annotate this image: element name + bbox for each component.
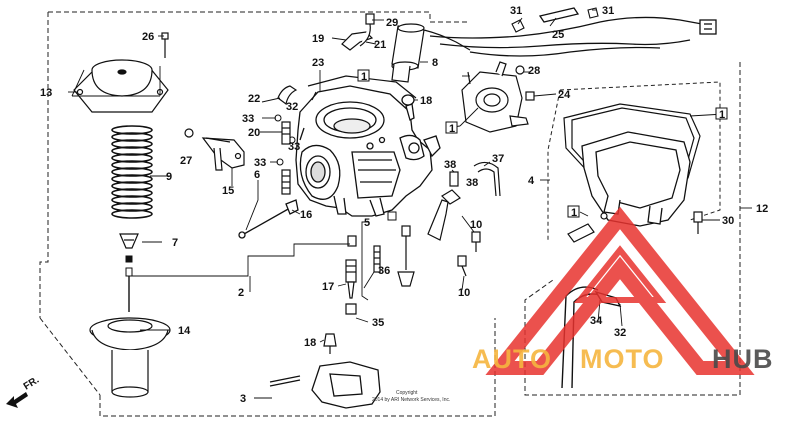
callout-3: 3 [240, 393, 246, 405]
callout-29: 29 [386, 17, 398, 29]
callout-8: 8 [432, 57, 438, 69]
callout-33-a: 33 [242, 113, 254, 125]
box-1-c [715, 107, 728, 120]
callout-31-b: 31 [602, 5, 614, 17]
clips-31 [511, 7, 599, 33]
callout-33-c: 33 [254, 157, 266, 169]
callout-30: 30 [722, 215, 734, 227]
long-screw-15 [238, 199, 299, 239]
drain-screw-30 [693, 211, 703, 234]
callout-2: 2 [238, 287, 244, 299]
callout-10-b: 10 [458, 287, 470, 299]
float-3 [269, 361, 381, 409]
hose-22 [277, 85, 298, 106]
callout-13: 14 [178, 325, 191, 337]
spring [111, 125, 153, 219]
bracket [427, 199, 449, 241]
callout-34: 34 [590, 315, 603, 327]
callout-26: 26 [142, 31, 154, 43]
watermark-moto: MOTO [580, 344, 665, 374]
direction-label: FR. [22, 375, 42, 393]
callout-35: 35 [372, 317, 384, 329]
callout-17: 17 [322, 281, 334, 293]
box-1-c-label: 1 [719, 109, 725, 121]
watermark-hub: HUB [712, 344, 774, 374]
hose-19-29 [341, 13, 375, 51]
callout-32-top: 32 [286, 101, 298, 113]
callout-18: 18 [420, 95, 432, 107]
screw-26 [161, 32, 169, 58]
callout-38-a: 38 [444, 159, 456, 171]
box-1-b [445, 121, 458, 134]
callout-4: 4 [528, 175, 535, 187]
carburetor-body [295, 85, 441, 217]
wire-harness-25 [429, 7, 717, 57]
callout-19: 19 [312, 33, 324, 45]
callout-31-a: 31 [510, 5, 522, 17]
callout-5: 5 [364, 217, 370, 229]
callout-37: 37 [492, 153, 504, 165]
callout-16: 18 [304, 337, 316, 349]
callout-38-b: 38 [466, 177, 478, 189]
watermark-text: AUTO MOTO HUB [472, 344, 774, 374]
callout-27: 27 [180, 155, 192, 167]
callout-10-a: 10 [470, 219, 482, 231]
box-1-a [357, 69, 370, 82]
inner-triangle-icon [573, 245, 667, 303]
boxed-label-text: 1 1 1 1 [361, 71, 725, 219]
copyright-line-1: Copyright [396, 390, 418, 396]
fr-direction-arrow: FR. [6, 375, 41, 408]
callout-6: 6 [254, 169, 260, 181]
callout-23: 23 [312, 57, 324, 69]
float-bowl-group-boundary [547, 81, 721, 240]
throttle-stop-screw [184, 128, 245, 171]
small-box-5 [387, 211, 397, 221]
callout-20: 20 [248, 127, 260, 139]
tube-37-38 [441, 161, 501, 205]
callout-11: 12 [756, 203, 768, 215]
callout-32-bottom: 32 [614, 327, 626, 339]
bolts-10 [457, 231, 481, 277]
needle-retainer [119, 233, 139, 249]
pilot-screw-6 [281, 169, 291, 195]
drain-fitting [567, 212, 608, 243]
box-1-d-label: 1 [571, 207, 577, 219]
callout-numbers: 26 13 9 7 2 14 3 27 15 6 16 22 32 33 20 … [40, 5, 768, 405]
jet-group-5 [345, 225, 415, 315]
jet-needle [125, 255, 133, 312]
arrow-icon [6, 392, 28, 408]
vacuum-piston [89, 317, 171, 398]
callout-14: 15 [222, 185, 234, 197]
triangle-logo-icon [485, 206, 755, 375]
box-1-a-label: 1 [361, 71, 367, 83]
float-bowl [581, 131, 691, 227]
gasket-23 [307, 75, 417, 101]
callout-24: 24 [558, 89, 571, 101]
watermark-auto: AUTO [472, 344, 552, 374]
callout-12: 13 [40, 87, 52, 99]
diaphragm-cover [73, 59, 169, 113]
box-1-d [567, 205, 580, 218]
callout-7: 7 [172, 237, 178, 249]
callout-15: 16 [300, 209, 312, 221]
callout-36: 36 [378, 265, 390, 277]
callout-25: 25 [552, 29, 564, 41]
oring-18 [401, 94, 415, 106]
float-pin-16 [323, 333, 337, 354]
callout-28: 28 [528, 65, 540, 77]
copyright-line-2: 2014 by ARI Network Services, Inc. [372, 397, 450, 403]
callout-22: 22 [248, 93, 260, 105]
box-1-b-label: 1 [449, 123, 455, 135]
watermark-logo [485, 206, 755, 375]
cap-8 [391, 23, 471, 83]
boxed-labels [357, 69, 728, 218]
callout-9: 9 [166, 171, 172, 183]
fitting-20 [281, 121, 291, 145]
callout-33-b: 33 [288, 141, 300, 153]
valve-assembly-24 [461, 61, 535, 133]
callout-21: 21 [374, 39, 386, 51]
